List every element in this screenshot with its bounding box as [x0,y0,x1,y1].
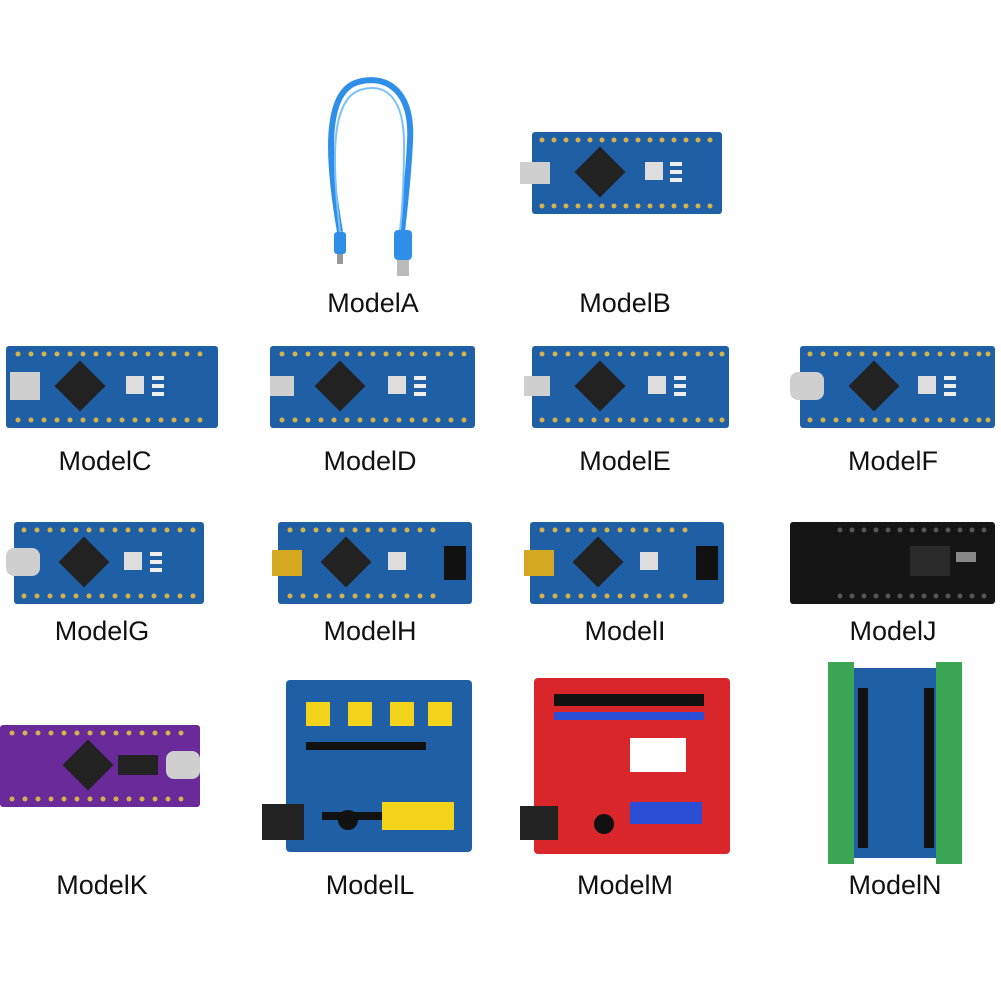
nano-board-photo [520,132,722,214]
label-model-d: ModelD [323,446,417,476]
label-model-b: ModelB [579,288,671,318]
nano-board-photo [6,522,204,604]
label-model-k: ModelK [56,870,148,900]
purple-board-photo [0,725,200,807]
black-board-photo [790,522,995,604]
nano-board-photo [270,346,475,428]
label-model-l: ModelL [325,870,415,900]
label-model-i: ModelI [584,616,666,646]
label-model-j: ModelJ [849,616,937,646]
label-model-c: ModelC [58,446,152,476]
nano-board-photo [6,346,218,428]
nano-board-photo [790,346,995,428]
label-model-e: ModelE [579,446,671,476]
blue-shield-photo [262,680,472,852]
label-model-a: ModelA [327,288,419,318]
label-model-m: ModelM [576,870,674,900]
terminal-adapter-photo [828,662,962,864]
label-model-n: ModelN [848,870,942,900]
label-model-g: ModelG [54,616,150,646]
usb-cable-photo [328,77,414,276]
nano-board-photo [524,346,729,428]
label-model-f: ModelF [847,446,939,476]
nano-board-photo [524,522,724,604]
red-shield-photo [520,678,730,854]
label-model-h: ModelH [323,616,417,646]
nano-board-photo [272,522,472,604]
